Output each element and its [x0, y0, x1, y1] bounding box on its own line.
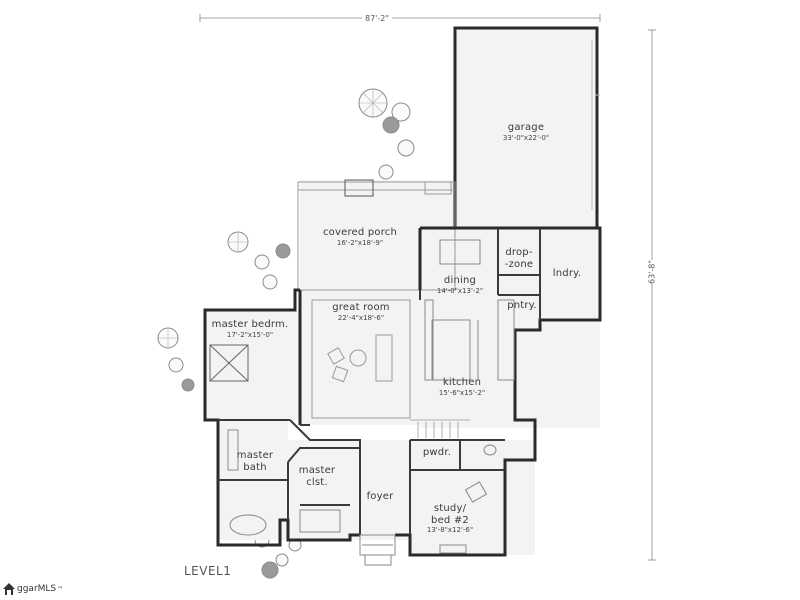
watermark-text: ggarMLS: [17, 584, 57, 594]
room-name: pntry.: [507, 300, 537, 311]
room-dims: 14'-0"x13'-2": [436, 286, 484, 295]
bath-fixtures: [227, 429, 497, 536]
room-name: kitchen: [442, 377, 482, 388]
interior-walls: [218, 228, 541, 535]
garage-walls: [453, 26, 599, 228]
room-label-covered-porch: covered porch 16'-2"x18'-9": [323, 227, 397, 247]
garage-door-lines: [591, 40, 600, 210]
room-label-great-room: great room 22'-4"x18'-6": [332, 302, 390, 322]
room-dims: 22'-4"x18'-6": [337, 313, 385, 322]
room-label-master-closet: master clst.: [299, 465, 335, 488]
room-name: drop-: [505, 247, 533, 258]
study-furniture: [439, 481, 488, 554]
room-name: pwdr.: [422, 447, 452, 458]
room-label-drop-zone: drop- -zone: [505, 247, 533, 270]
room-label-garage: garage 33'-0"x22'-0": [503, 122, 549, 142]
room-label-kitchen: kitchen 15'-6"x15'-2": [439, 377, 485, 397]
room-name: master: [236, 450, 274, 461]
master-bed: [209, 344, 249, 382]
overall-depth-dimension: 63'-8": [644, 259, 660, 285]
room-name: study/: [433, 503, 467, 514]
room-label-dining: dining 14'-0"x13'-2": [437, 275, 483, 295]
exterior-walls: [203, 226, 602, 557]
room-label-study: study/ bed #2 13'-8"x12'-6": [427, 503, 473, 534]
room-label-master-bath: master bath: [237, 450, 273, 473]
great-room-detail: [311, 299, 411, 419]
room-label-foyer: foyer: [367, 491, 394, 503]
room-dims: 13'-8"x12'-6": [426, 526, 474, 534]
overall-width-dimension: 87'-2": [361, 14, 393, 23]
level-label: LEVEL1: [184, 564, 232, 578]
room-name: garage: [507, 122, 545, 133]
dimension-lines: [199, 14, 656, 561]
room-label-laundry: lndry.: [553, 268, 581, 280]
room-dims: 17'-2"x15'-0": [226, 330, 274, 339]
trademark: ™: [57, 585, 64, 593]
room-name: great room: [332, 302, 390, 313]
room-dims: 33'-0"x22'-0": [502, 133, 550, 142]
room-name-cont: clst.: [306, 476, 328, 488]
room-label-powder: pwdr.: [423, 447, 451, 459]
room-name: foyer: [366, 491, 394, 502]
front-entry-steps: [359, 534, 396, 566]
room-name: covered porch: [322, 227, 398, 238]
room-dims: 15'-6"x15'-2": [438, 388, 486, 397]
room-name-cont: bed #2: [431, 514, 469, 526]
room-name-cont: bath: [243, 461, 267, 473]
room-name: lndry.: [552, 268, 582, 279]
porch: [297, 179, 456, 291]
room-name: dining: [443, 275, 477, 286]
room-dims: 16'-2"x18'-9": [336, 238, 384, 247]
room-name-cont: -zone: [504, 258, 534, 270]
kitchen-dining-furniture: [424, 239, 515, 381]
room-label-master-bedroom: master bedrm. 17'-2"x15'-0": [212, 319, 289, 339]
room-name: master: [298, 465, 336, 476]
stairs: [410, 419, 470, 438]
room-name: master bedrm.: [211, 319, 289, 330]
room-label-pantry: pntry.: [507, 300, 537, 312]
house-logo-icon: [3, 583, 15, 595]
